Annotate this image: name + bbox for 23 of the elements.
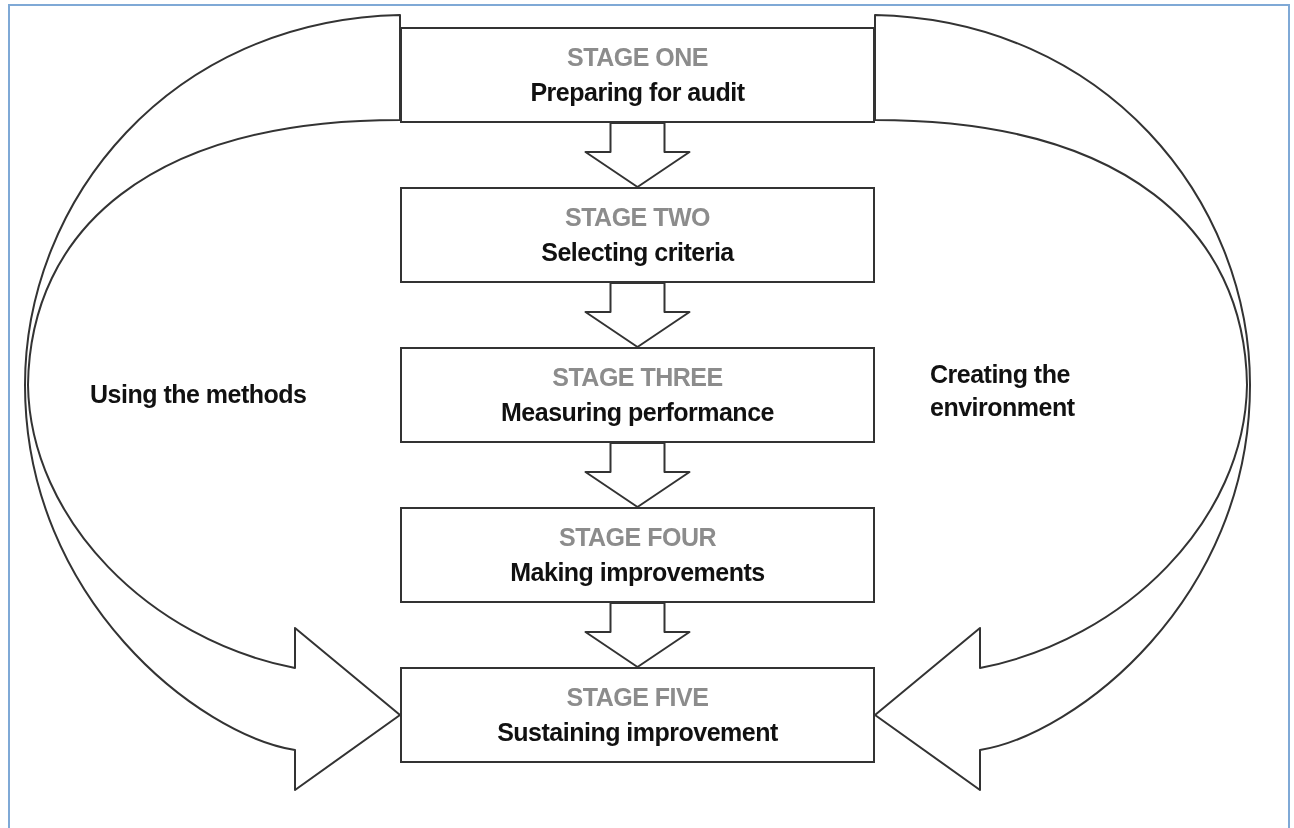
stage-heading: STAGE TWO — [565, 203, 710, 232]
edge-label: Using the methods — [90, 379, 308, 410]
block-arrow — [584, 602, 691, 668]
stage-title: Sustaining improvement — [497, 718, 778, 747]
stage-heading: STAGE FIVE — [566, 683, 709, 712]
stage-heading: STAGE FOUR — [558, 523, 716, 552]
stage-box — [400, 507, 875, 603]
stage-box — [400, 667, 875, 763]
stage-heading: STAGE ONE — [567, 43, 708, 72]
block-arrow — [584, 282, 691, 348]
edge-label: Creating the environment — [930, 359, 1076, 423]
stage-heading: STAGE THREE — [552, 363, 723, 392]
curved-block-arrow — [874, 14, 1251, 791]
curved-block-arrow — [24, 14, 401, 791]
stage-box — [400, 27, 875, 123]
stage-title: Selecting criteria — [541, 238, 734, 267]
block-arrow — [584, 442, 691, 508]
stage-box — [400, 187, 875, 283]
stage-title: Measuring performance — [501, 398, 774, 427]
stage-title: Preparing for audit — [530, 78, 745, 107]
block-arrow — [584, 122, 691, 188]
stage-title: Making improvements — [510, 558, 765, 587]
stage-box — [400, 347, 875, 443]
